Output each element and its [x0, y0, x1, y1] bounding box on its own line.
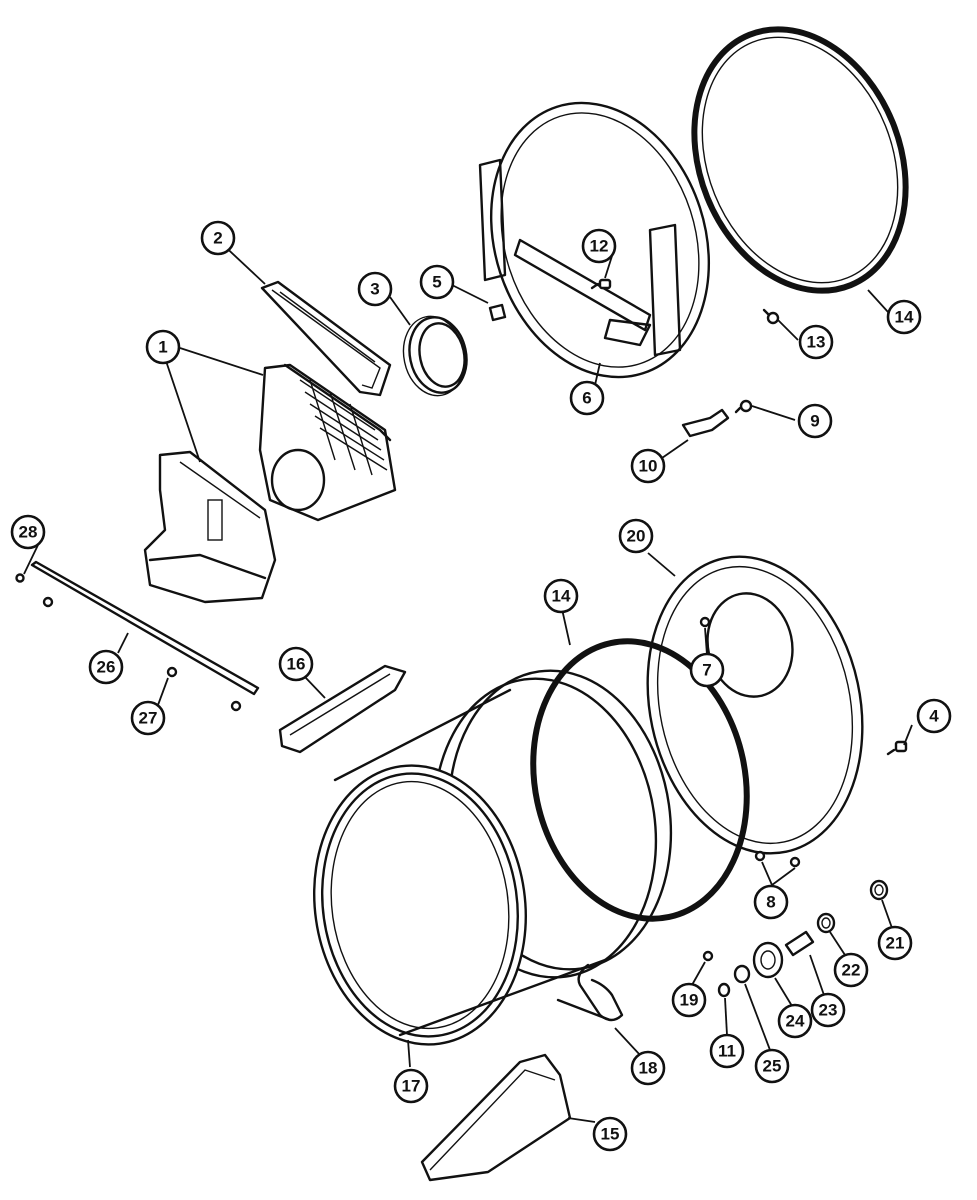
part-20-rear-bulkhead	[646, 555, 864, 855]
callout-14-middle: 14	[543, 578, 579, 614]
callout-1: 1	[145, 329, 181, 365]
callout-17-label: 17	[402, 1077, 421, 1096]
callout-26: 26	[88, 649, 124, 685]
callout-17: 17	[393, 1068, 429, 1104]
callout-21: 21	[877, 925, 913, 961]
callout-13-label: 13	[807, 333, 826, 352]
callout-7-label: 7	[702, 661, 711, 680]
part-24-roller	[752, 941, 784, 979]
callout-16-label: 16	[287, 655, 306, 674]
part-2-lint-filter	[260, 280, 392, 397]
callout-1-label: 1	[158, 338, 167, 357]
callout-3: 3	[357, 271, 393, 307]
callout-20: 20	[618, 518, 654, 554]
callout-22: 22	[833, 952, 869, 988]
callout-19-label: 19	[680, 991, 699, 1010]
part-6-front-bulkhead	[478, 101, 711, 379]
part-13-screw	[762, 308, 780, 325]
callout-11-label: 11	[718, 1042, 736, 1061]
part-5-clip	[488, 303, 507, 322]
callout-14-top-label: 14	[895, 308, 914, 327]
callout-12: 12	[581, 228, 617, 264]
callout-27-label: 27	[139, 709, 158, 728]
part-28-screw	[15, 573, 25, 583]
callout-9: 9	[797, 403, 833, 439]
callout-27: 27	[130, 700, 166, 736]
callout-19: 19	[671, 982, 707, 1018]
callout-26-label: 26	[97, 658, 116, 677]
callout-2-label: 2	[213, 229, 222, 248]
callout-18: 18	[630, 1050, 666, 1086]
callout-8-label: 8	[766, 893, 775, 912]
part-1-duct-base-lower	[143, 450, 277, 604]
callout-22-label: 22	[842, 961, 861, 980]
part-17-drum	[313, 669, 673, 1046]
part-7-screw	[699, 616, 711, 628]
callout-5: 5	[419, 264, 455, 300]
part-12-screw	[590, 278, 612, 290]
part-3-duct-seal	[402, 315, 468, 397]
part-14-rear-seal-ring	[530, 638, 750, 922]
callout-13: 13	[798, 324, 834, 360]
part-9-screw	[734, 399, 753, 414]
part-26-rail	[30, 560, 260, 696]
callout-2: 2	[200, 220, 236, 256]
part-1-filter-housing-upper	[258, 363, 397, 522]
callout-6-label: 6	[582, 389, 591, 408]
part-21-washer	[869, 879, 889, 901]
part-8-screw	[754, 850, 801, 868]
callout-6: 6	[569, 380, 605, 416]
part-15-shield	[420, 1053, 572, 1182]
part-14-front-seal-ring	[691, 26, 909, 294]
callout-28-label: 28	[19, 523, 38, 542]
callout-14-middle-label: 14	[552, 587, 571, 606]
callout-16: 16	[278, 646, 314, 682]
callout-9-label: 9	[810, 412, 819, 431]
part-4-screw	[886, 740, 908, 756]
callout-5-label: 5	[432, 273, 441, 292]
callout-7: 7	[689, 652, 725, 688]
part-23-shaft	[784, 930, 815, 957]
part-19-screw	[702, 950, 714, 962]
callout-15: 15	[592, 1116, 628, 1152]
callout-24: 24	[777, 1003, 813, 1039]
callout-24-label: 24	[786, 1012, 805, 1031]
callout-15-label: 15	[601, 1125, 620, 1144]
callout-18-label: 18	[639, 1059, 658, 1078]
callout-10: 10	[630, 448, 666, 484]
callout-23: 23	[810, 992, 846, 1028]
part-11-washer	[717, 982, 731, 998]
callout-14-top: 14	[886, 299, 922, 335]
callout-10-label: 10	[639, 457, 658, 476]
callout-20-label: 20	[627, 527, 646, 546]
callout-11: 11	[709, 1033, 745, 1069]
part-10-bracket	[681, 408, 730, 438]
callout-23-label: 23	[819, 1001, 838, 1020]
callout-3-label: 3	[370, 280, 379, 299]
callout-12-label: 12	[590, 237, 609, 256]
callout-28: 28	[10, 514, 46, 550]
part-25-washer	[733, 964, 751, 984]
callout-21-label: 21	[886, 934, 905, 953]
callout-4-label: 4	[929, 707, 939, 726]
callout-4: 4	[916, 698, 952, 734]
part-16-support	[278, 664, 407, 754]
part-27-screw	[42, 596, 242, 712]
callout-8: 8	[753, 884, 789, 920]
part-18-drive-belt	[556, 963, 624, 1022]
callout-25: 25	[754, 1048, 790, 1084]
part-22-washer	[816, 912, 836, 934]
callout-25-label: 25	[763, 1057, 782, 1076]
